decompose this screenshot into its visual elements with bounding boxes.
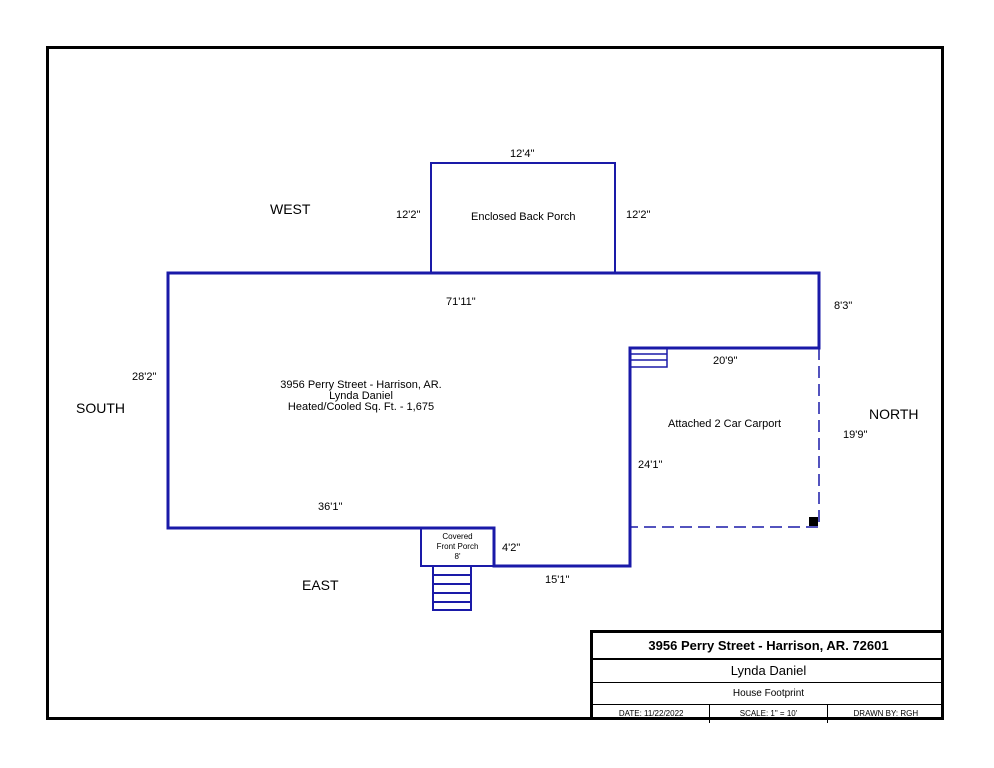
carport-steps: [629, 347, 668, 368]
title-date: DATE: 11/22/2022: [593, 705, 711, 723]
house-info: 3956 Perry Street - Harrison, AR. Lynda …: [266, 380, 456, 413]
dim-house-bottom-right: 15'1": [545, 574, 570, 586]
room-front-porch: Covered Front Porch 8': [422, 532, 493, 562]
dim-porch-left-depth: 12'2": [396, 209, 421, 221]
dim-carport-top: 20'9": [713, 355, 738, 367]
house-owner: Lynda Daniel: [329, 390, 393, 402]
front-steps: [432, 565, 472, 611]
dim-house-bottom-left: 36'1": [318, 501, 343, 513]
dim-house-top: 71'11": [446, 296, 476, 308]
title-block: 3956 Perry Street - Harrison, AR. 72601 …: [590, 630, 944, 723]
room-back-porch: Enclosed Back Porch: [471, 211, 576, 223]
dim-porch-width: 12'4": [510, 148, 535, 160]
house-sqft: Heated/Cooled Sq. Ft. - 1,675: [287, 401, 435, 413]
house-outline: [166, 271, 821, 568]
direction-south: SOUTH: [76, 400, 125, 416]
dim-carport-left: 24'1": [638, 459, 663, 471]
dim-front-porch-width: 8': [454, 552, 461, 561]
carport-boundary: [630, 348, 820, 528]
title-address: 3956 Perry Street - Harrison, AR. 72601: [593, 633, 944, 660]
title-drawn-by: DRAWN BY: RGH: [853, 709, 919, 718]
direction-west: WEST: [270, 201, 311, 217]
back-porch-outline: [430, 162, 616, 273]
front-porch-line2: Front Porch: [436, 542, 479, 551]
room-carport: Attached 2 Car Carport: [668, 418, 782, 430]
dim-porch-right-depth: 12'2": [626, 209, 651, 221]
title-name: House Footprint: [593, 683, 944, 705]
carport-post: [809, 517, 818, 526]
dim-carport-side: 19'9": [843, 429, 868, 441]
title-footer: DATE: 11/22/2022 SCALE: 1" = 10' DRAWN B…: [593, 705, 944, 723]
direction-north: NORTH: [869, 406, 919, 422]
dim-north-jog: 8'3": [834, 300, 853, 312]
dim-south-side: 28'2": [132, 371, 157, 383]
drawing-frame: [46, 46, 944, 720]
dim-front-porch-side: 4'2": [502, 542, 521, 554]
house-address: 3956 Perry Street - Harrison, AR.: [280, 379, 442, 391]
title-scale: SCALE: 1" = 10': [710, 705, 828, 723]
front-porch-line1: Covered: [442, 532, 473, 541]
title-owner: Lynda Daniel: [593, 660, 944, 683]
direction-east: EAST: [302, 577, 339, 593]
